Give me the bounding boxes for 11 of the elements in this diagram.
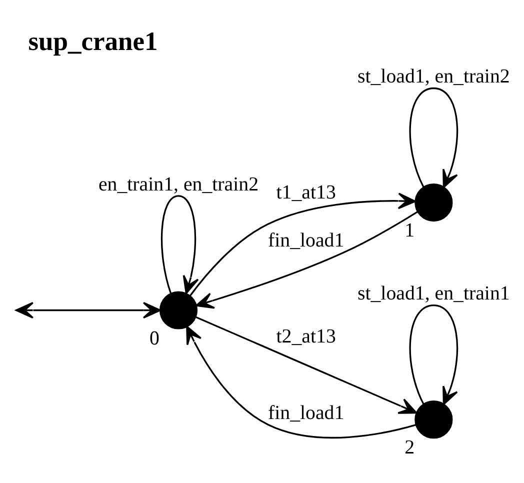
node-label: 0 [150,327,160,350]
edge-label: st_load1, en_train1 [357,282,510,305]
node-label: 1 [404,220,415,242]
edge-label: fin_load1 [268,230,344,252]
edge-label: t1_at13 [276,182,336,204]
edge-label: fin_load1 [268,402,344,424]
edge-label: st_load1, en_train2 [357,66,510,88]
edge-label: en_train1, en_train2 [98,173,259,196]
node-label: 2 [404,436,415,459]
diagram-title: sup_crane1 [28,26,158,56]
edge-label: t2_at13 [276,326,336,348]
